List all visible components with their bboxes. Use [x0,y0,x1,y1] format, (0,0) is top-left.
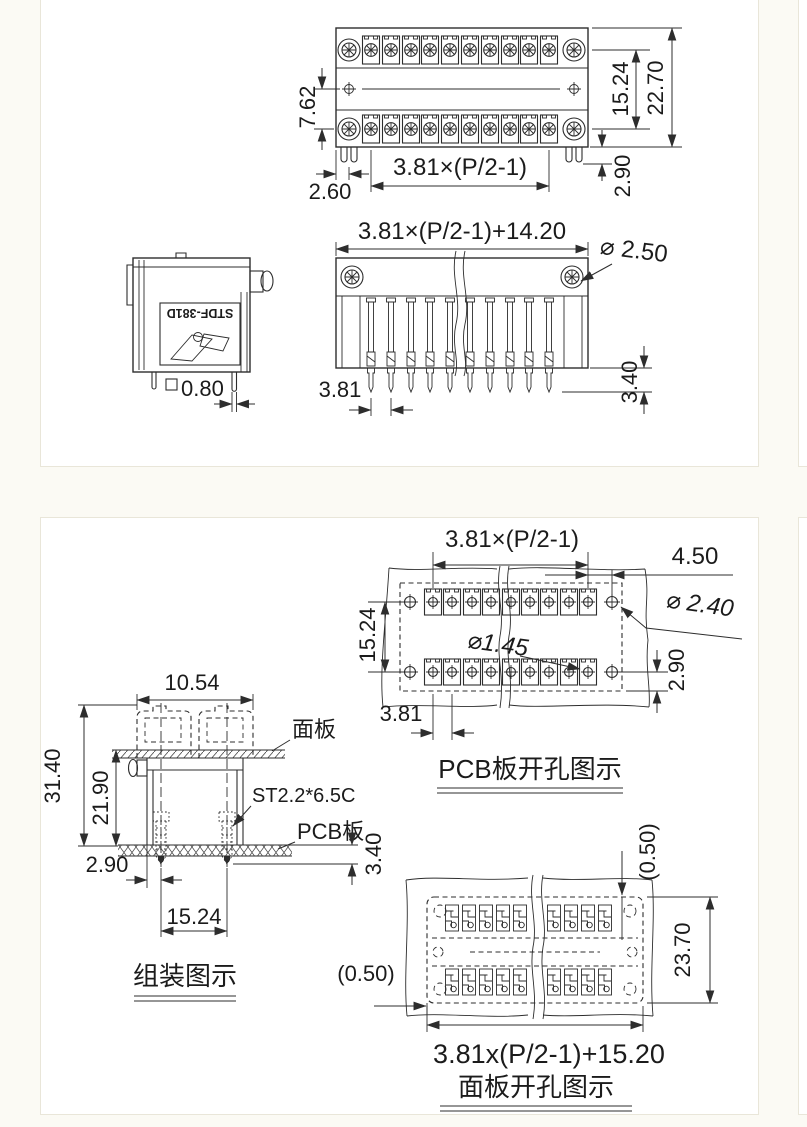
pcb-hole-view: 3.81×(P/2-1) 4.50 ⌀ 2.40 ⌀1.45 15.24 2.9… [355,526,743,794]
dim-dia-2-40: ⌀ 2.40 [664,586,736,622]
caption-pcb-holes: PCB板开孔图示 [438,754,621,784]
model-label: STDF-381D [167,306,234,320]
terminal-row-top [361,35,559,65]
cutout-row-bottom [445,968,612,996]
side-view: STDF-381D 0.80 [126,252,274,412]
dim-23-70: 23.70 [670,922,695,977]
dim-2-90: 2.90 [610,155,635,198]
dim-15-24: 15.24 [166,904,221,929]
front-view: 3.81×(P/2-1)+14.20 ⌀ 2.50 3.81 3.40 [319,218,670,416]
dim-10-54: 10.54 [164,670,219,695]
dim-dia-2-50: ⌀ 2.50 [599,233,670,268]
side-screw-head [260,270,274,292]
side-screw-boss [136,759,148,777]
panel-cutout-view: (0.50) (0.50) 23.70 3.81x(P/2-1)+15.20 面… [337,823,718,1112]
break-line [462,250,468,377]
dim-3-40: 3.40 [361,833,386,876]
dim-31-40: 31.40 [40,748,65,803]
caption-underline [134,995,236,1002]
dim-3-81: 3.81 [319,377,362,402]
dim-0-50-top: (0.50) [635,823,660,880]
label-screw: ST2.2*6.5C [252,785,355,807]
dim-total-width: 3.81×(P/2-1)+14.20 [358,218,566,245]
label-panel: 面板 [292,717,336,742]
dim-2-60: 2.60 [309,179,352,204]
caption-panel-cutout: 面板开孔图示 [458,1072,614,1102]
front-pins [366,297,554,393]
dim-total-cutout: 3.81x(P/2-1)+15.20 [433,1039,665,1069]
dim-4-50: 4.50 [672,543,719,570]
dim-2-90: 2.90 [664,649,689,692]
dim-3-81: 3.81 [380,701,423,726]
dim-pitch: 3.81×(P/2-1) [445,526,579,553]
label-pcb: PCB板 [297,819,364,844]
terminal-row-bottom [361,114,559,144]
dim-15-24: 15.24 [608,61,633,116]
dim-7-62: 7.62 [295,86,320,129]
side-screw-boss [249,270,264,293]
plug-outline [136,705,192,758]
dim-3-40: 3.40 [617,361,642,404]
dim-0-50-left: (0.50) [337,961,394,986]
caption-assembly: 组装图示 [133,961,237,991]
dim-pitch: 3.81×(P/2-1) [393,154,527,181]
caption-underline [437,787,623,794]
top-view: 7.62 15.24 22.70 2.90 3.81×(P/2-1) 2.60 [295,27,682,204]
dim-2-90: 2.90 [86,852,129,877]
square-symbol [165,378,178,391]
break-line [541,874,546,1020]
break-line [507,565,512,709]
cutout-row-top [445,904,612,932]
dim-dia-1-45: ⌀1.45 [466,627,531,662]
caption-underline [440,1105,632,1112]
pin-tips [158,856,230,864]
break-line [498,565,503,709]
dim-15-24: 15.24 [355,607,380,662]
assembly-view: 10.54 面板 ST2.2*6.5C PCB板 31.40 21.9 [40,670,386,1002]
hole-row-top [423,588,598,616]
front-panel-outline [405,877,654,1017]
brand-logo [170,332,230,362]
plug-outline [198,705,254,758]
break-line [453,250,459,377]
dim-21-90: 21.90 [88,770,113,825]
cutout-outline-dashed [426,896,644,1004]
connector-outline-dashed [399,582,623,692]
dim-22-70: 22.70 [643,60,668,115]
pcb-board [118,845,292,856]
side-screw-head [127,758,139,778]
adjacent-sheet-fragment-bottom [798,517,807,1115]
label-plate [159,302,241,366]
adjacent-sheet-fragment-top [798,0,807,467]
dim-0-80: 0.80 [181,376,224,401]
